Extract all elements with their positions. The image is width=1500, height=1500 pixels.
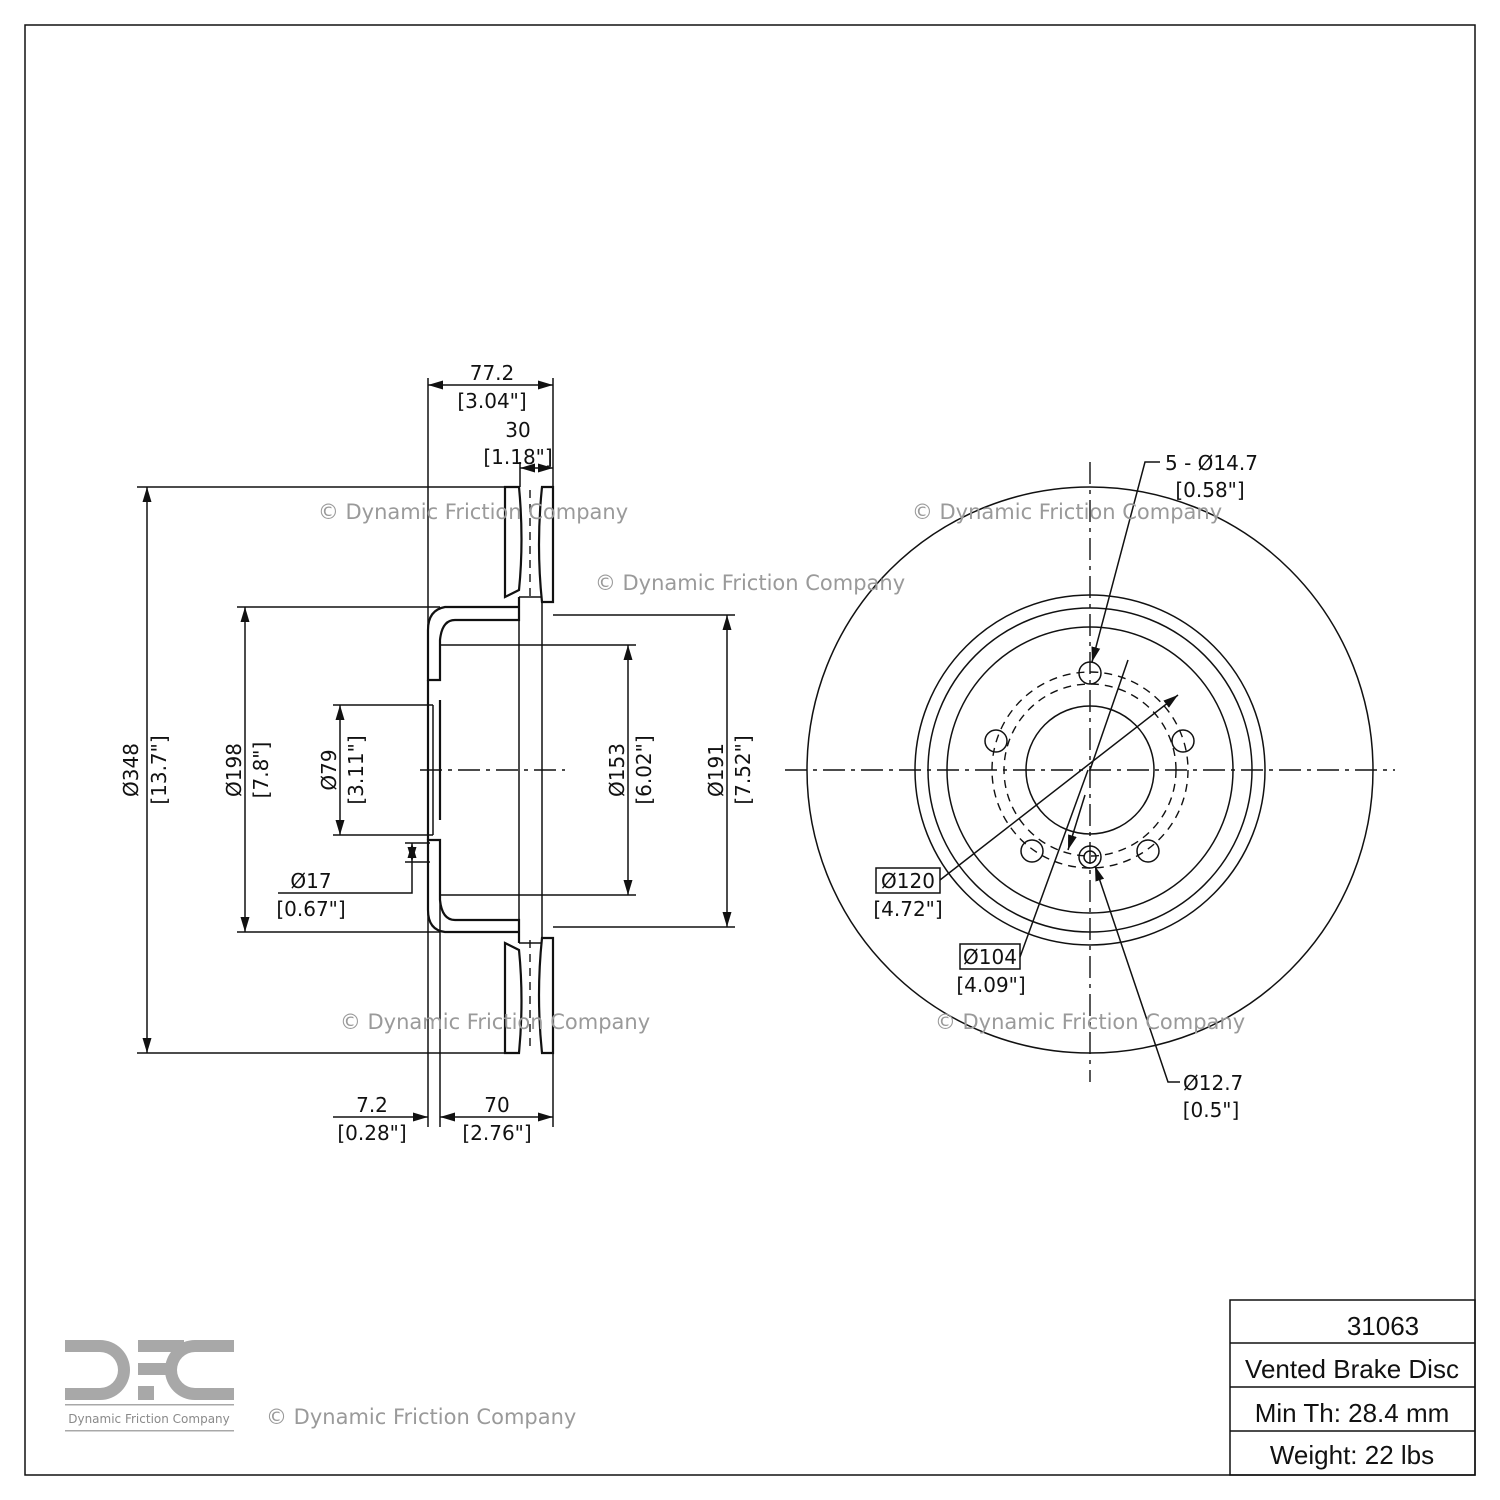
dim-inner-diameter: Ø153	[605, 743, 629, 797]
dim-stud-hole: Ø17	[290, 869, 331, 893]
dim-bolt-circle-104: Ø104	[963, 945, 1017, 969]
footer-copyright: © Dynamic Friction Company	[266, 1405, 576, 1429]
watermark: © Dynamic Friction Company	[935, 1010, 1245, 1034]
weight: Weight: 22 lbs	[1270, 1440, 1434, 1470]
watermark: © Dynamic Friction Company	[340, 1010, 650, 1034]
min-thickness: Min Th: 28.4 mm	[1255, 1398, 1450, 1428]
logo-text: Dynamic Friction Company	[68, 1412, 230, 1426]
dim-hub-thickness: 7.2	[356, 1093, 388, 1117]
dim-bolt-holes: 5 - Ø14.7	[1165, 451, 1258, 475]
rotor-plate-outer-top	[503, 485, 523, 599]
dim-center-bore-in: [3.11"]	[344, 735, 368, 804]
dim-outer-diameter: Ø348	[119, 743, 143, 797]
dim-bolt-circle-104-in: [4.09"]	[956, 973, 1025, 997]
center-bore	[1025, 705, 1155, 835]
dim-hat-inner-diameter-in: [7.52"]	[731, 735, 755, 804]
hat-section-top	[426, 597, 521, 682]
dim-offset-in: [2.76"]	[462, 1121, 531, 1145]
dim-bolt-holes-in: [0.58"]	[1175, 478, 1244, 502]
dim-hat-inner-diameter: Ø191	[704, 743, 728, 797]
part-description: Vented Brake Disc	[1245, 1354, 1459, 1384]
part-number: 31063	[1347, 1311, 1419, 1341]
rotor-plate-inner-bottom	[537, 936, 555, 1055]
dfc-logo: Dynamic Friction Company	[65, 1340, 234, 1432]
bolt-holes	[984, 661, 1195, 869]
dim-bolt-circle-120: Ø120	[881, 869, 935, 893]
dim-small-hole-in: [0.5"]	[1183, 1098, 1240, 1122]
dim-overall-height: 77.2	[470, 361, 515, 385]
dim-overall-height-in: [3.04"]	[457, 389, 526, 413]
watermark: © Dynamic Friction Company	[912, 500, 1222, 524]
dim-hat-diameter-in: [7.8"]	[249, 742, 273, 799]
face-view: 5 - Ø14.7 [0.58"] Ø120 [4.72"] Ø104 [4.0…	[785, 451, 1395, 1122]
dim-hat-diameter: Ø198	[222, 743, 246, 797]
sheet-border	[24, 24, 1476, 1476]
dim-rotor-thickness: 30	[505, 418, 530, 442]
dim-hub-thickness-in: [0.28"]	[337, 1121, 406, 1145]
watermark: © Dynamic Friction Company	[318, 500, 628, 524]
title-block: 31063 Vented Brake Disc Min Th: 28.4 mm …	[1229, 1299, 1476, 1476]
dim-small-hole: Ø12.7	[1183, 1071, 1243, 1095]
dim-bolt-circle-120-in: [4.72"]	[873, 897, 942, 921]
dim-rotor-thickness-in: [1.18"]	[483, 445, 552, 469]
watermark: © Dynamic Friction Company	[595, 571, 905, 595]
section-view: 77.2 [3.04"] 30 [1.18"] Ø348 [13.7"] Ø19…	[119, 361, 755, 1145]
rotor-plate-inner-top	[537, 485, 555, 604]
dim-outer-diameter-in: [13.7"]	[147, 735, 171, 804]
rotor-plate-outer-bottom	[503, 941, 523, 1055]
dim-inner-diameter-in: [6.02"]	[632, 735, 656, 804]
dim-center-bore: Ø79	[317, 749, 341, 790]
dim-stud-hole-in: [0.67"]	[276, 897, 345, 921]
hat-section-bottom	[426, 838, 521, 943]
dim-offset: 70	[484, 1093, 509, 1117]
